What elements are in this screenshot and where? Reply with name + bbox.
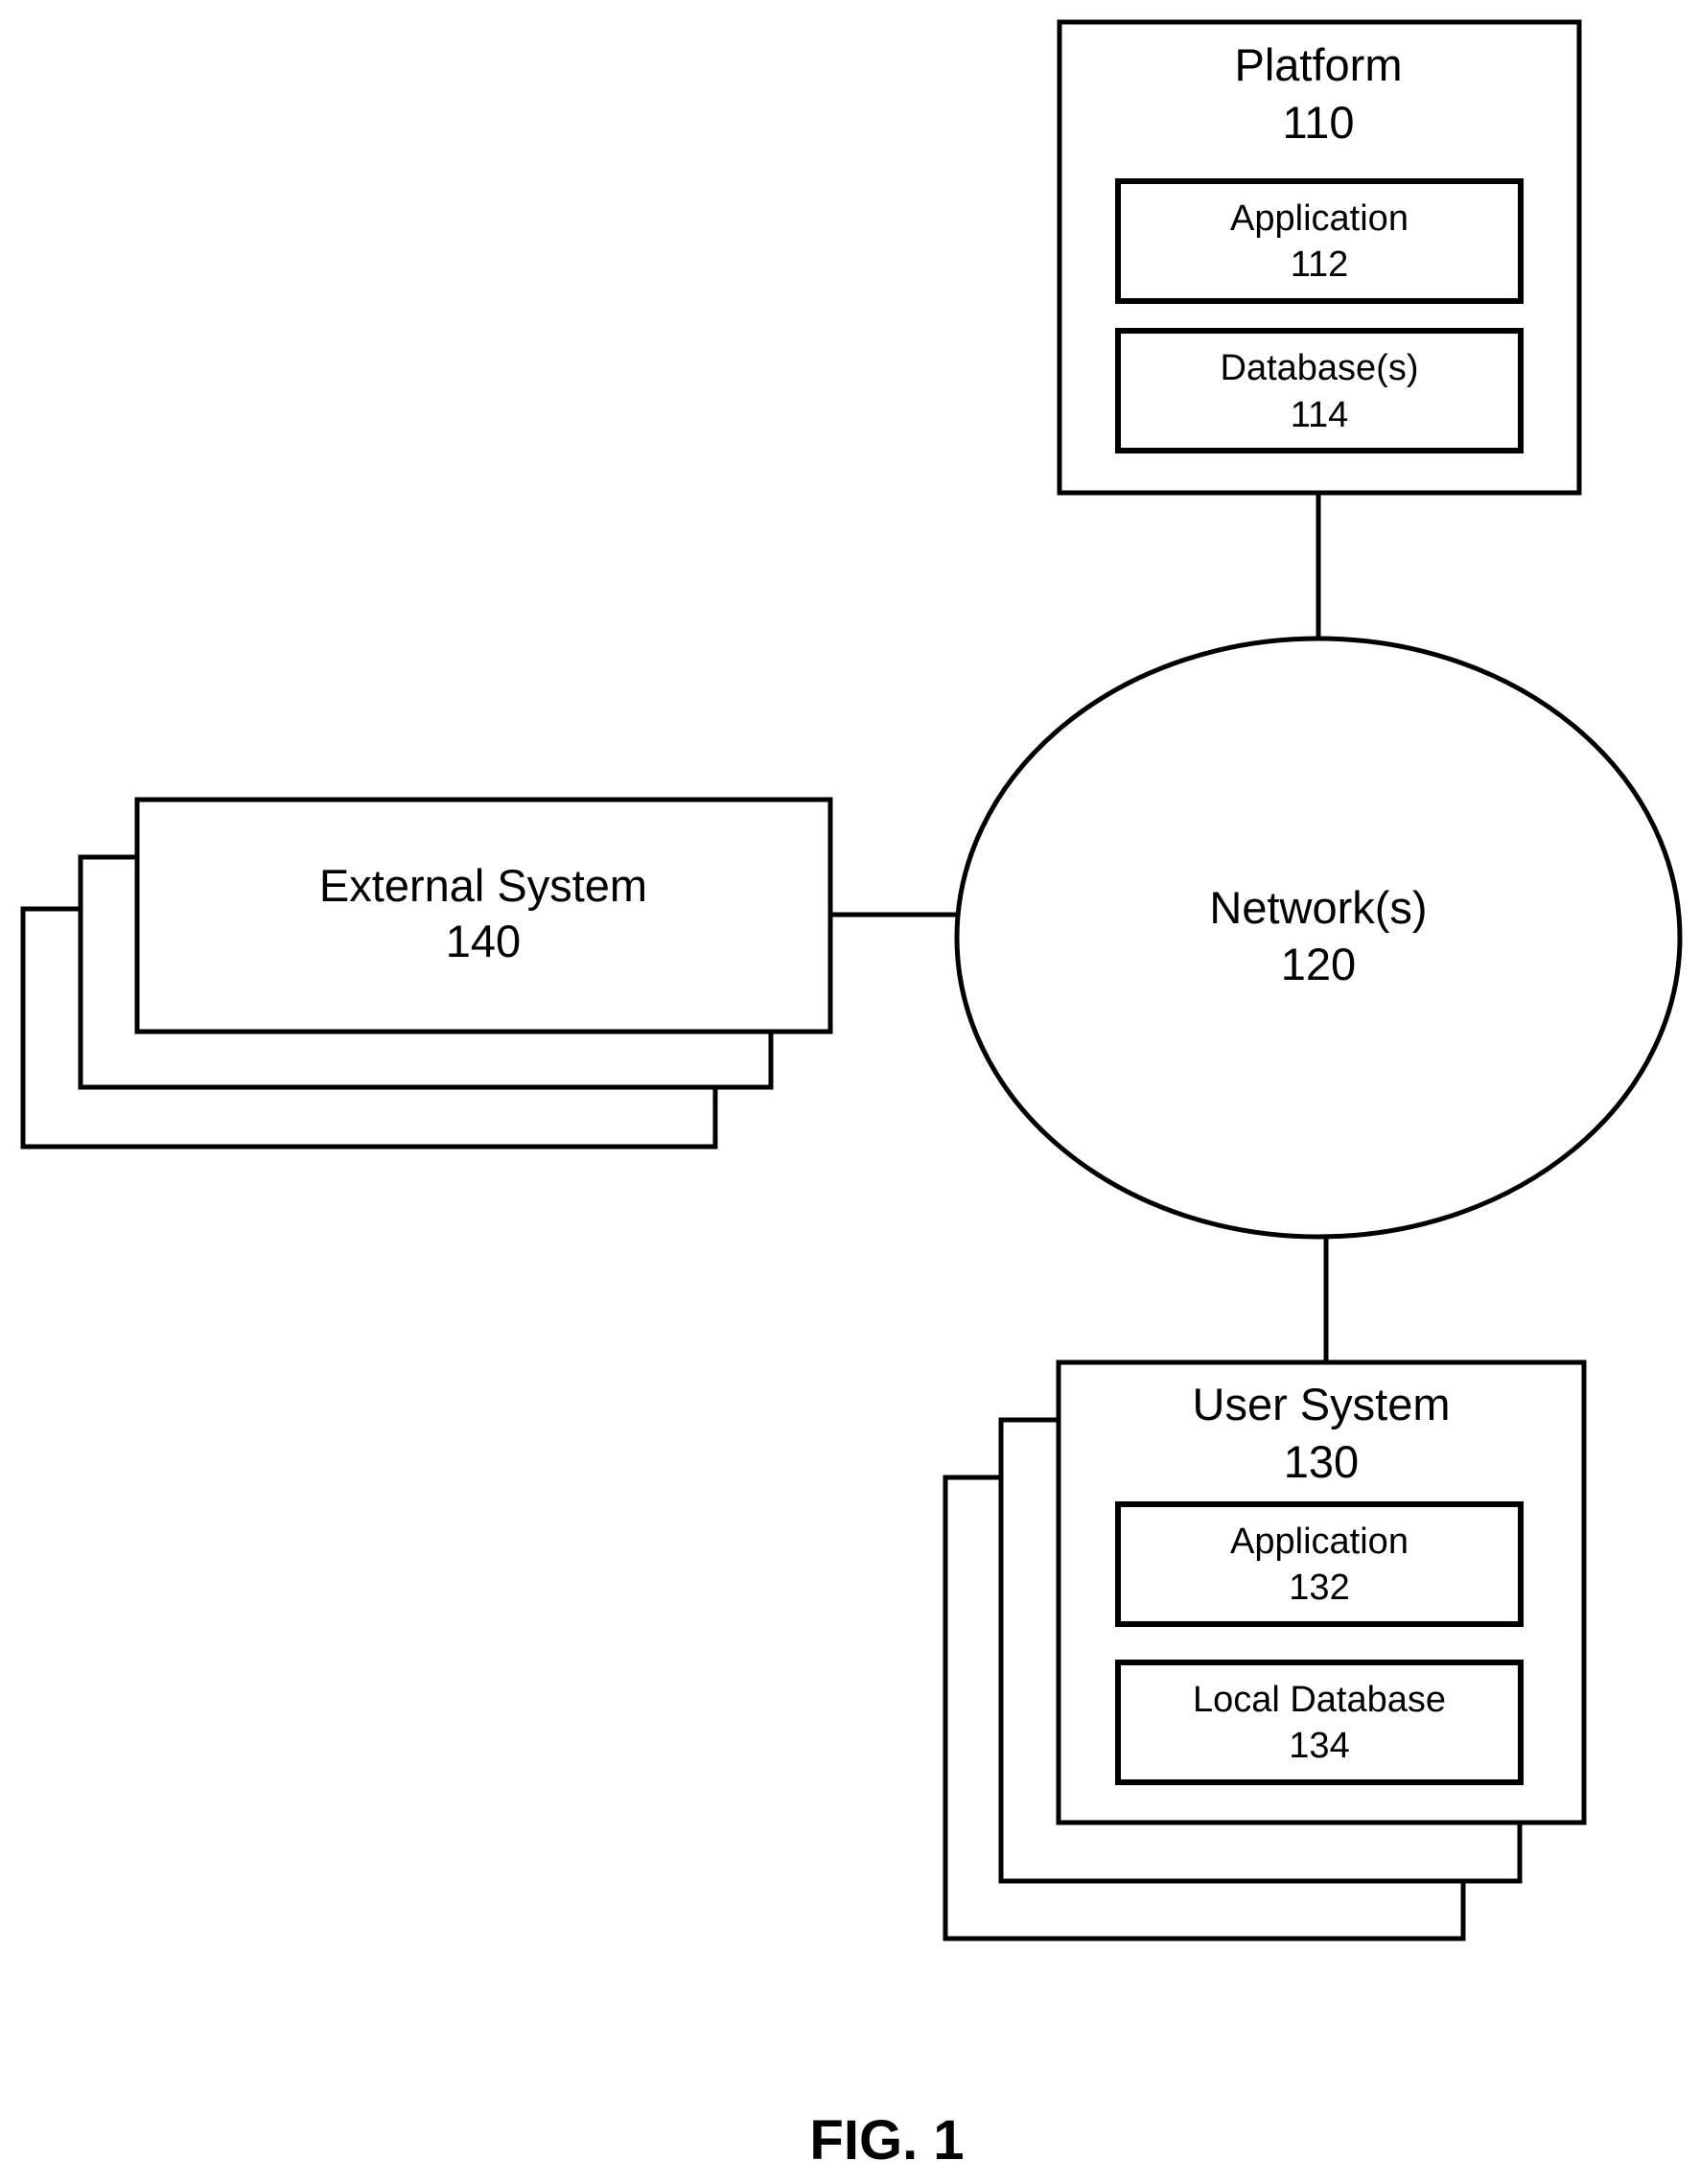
external-system-stack: External System 140 [23, 800, 830, 1147]
platform-database-number: 114 [1291, 395, 1349, 435]
user-system-stack: User System 130 Application 132 Local Da… [945, 1362, 1584, 1939]
figure-label: FIG. 1 [809, 2109, 964, 2172]
network-title: Network(s) [1209, 882, 1427, 933]
user-system-title: User System [1193, 1379, 1451, 1429]
platform-number: 110 [1283, 97, 1355, 148]
user-application-title: Application [1230, 1522, 1409, 1562]
platform-title: Platform [1235, 39, 1403, 90]
network-ellipse [957, 639, 1680, 1237]
platform-database-title: Database(s) [1221, 348, 1419, 388]
external-system-title: External System [319, 860, 647, 911]
user-local-database-number: 134 [1289, 1726, 1349, 1766]
user-local-database-title: Local Database [1193, 1680, 1446, 1720]
platform-node: Platform 110 Application 112 Database(s)… [1060, 22, 1579, 493]
external-system-number: 140 [446, 916, 521, 966]
network-number: 120 [1281, 939, 1356, 989]
platform-application-number: 112 [1291, 244, 1349, 285]
network-node: Network(s) 120 [957, 639, 1680, 1237]
user-system-number: 130 [1284, 1436, 1359, 1487]
user-application-number: 132 [1289, 1568, 1349, 1608]
platform-application-title: Application [1230, 198, 1409, 239]
